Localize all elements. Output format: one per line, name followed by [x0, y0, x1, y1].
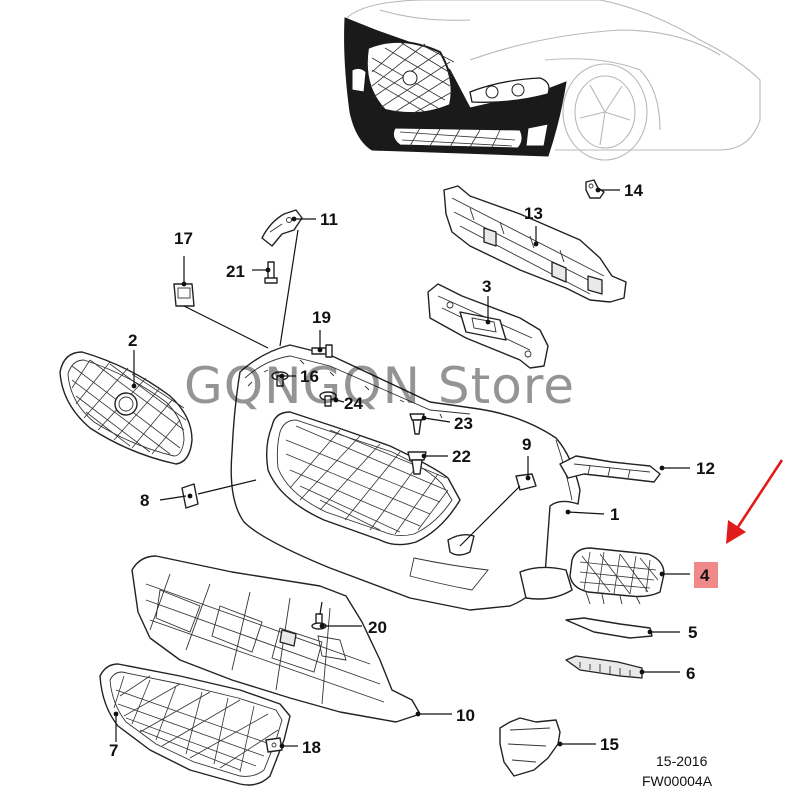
callout-12: 12 — [696, 459, 715, 478]
part-5-trim-strip — [565, 617, 653, 639]
callout-19: 19 — [312, 308, 331, 327]
callout-14: 14 — [624, 181, 643, 200]
red-arrow-head — [726, 520, 746, 544]
part-10-under-shield — [131, 555, 421, 723]
red-pointer-arrow — [734, 459, 784, 531]
callout-6: 6 — [686, 664, 695, 683]
part-18-clip — [265, 737, 283, 753]
part-22-fastener — [407, 451, 427, 475]
part-15-corner-bracket — [499, 717, 561, 777]
callout-3: 3 — [482, 277, 491, 296]
callout-18: 18 — [302, 738, 321, 757]
store-watermark: GQNGQN Store — [184, 357, 575, 415]
callout-24: 24 — [344, 394, 363, 413]
callout-numbers: 1 2 3 4 5 6 7 8 9 10 11 12 13 14 15 16 1… — [109, 181, 715, 760]
callout-21: 21 — [226, 262, 245, 281]
part-7-lower-grille — [99, 663, 291, 786]
diagram-reference-code: FW00004A — [642, 773, 713, 789]
callout-23: 23 — [454, 414, 473, 433]
callout-1: 1 — [610, 505, 619, 524]
part-1-bumper-cover — [230, 344, 581, 611]
callout-7: 7 — [109, 741, 118, 760]
part-2-upper-grille — [59, 351, 193, 465]
callout-8: 8 — [140, 491, 149, 510]
part-4-side-grille — [569, 547, 665, 605]
callout-13: 13 — [524, 204, 543, 223]
part-14-small-bracket — [585, 179, 605, 199]
part-9-cover — [515, 473, 537, 491]
part-24-clip — [319, 391, 337, 407]
callout-2: 2 — [128, 331, 137, 350]
callout-17: 17 — [174, 229, 193, 248]
callout-10: 10 — [456, 706, 475, 725]
callout-22: 22 — [452, 447, 471, 466]
callout-15: 15 — [600, 735, 619, 754]
diagram-date-code: 15-2016 — [656, 753, 708, 769]
callout-5: 5 — [688, 623, 697, 642]
callout-20: 20 — [368, 618, 387, 637]
car-illustration — [344, 0, 761, 161]
part-12-side-bracket — [559, 455, 661, 483]
callout-4: 4 — [700, 566, 710, 585]
part-23-fastener — [409, 413, 425, 435]
callout-16: 16 — [300, 367, 319, 386]
part-17-sensor-bracket — [173, 283, 195, 307]
callout-11: 11 — [320, 210, 338, 229]
part-3-plate-bracket — [427, 283, 549, 369]
part-21-bolt — [264, 261, 278, 284]
callout-4-highlight — [694, 562, 718, 588]
callout-9: 9 — [522, 435, 531, 454]
leader-lines — [113, 187, 690, 749]
part-6-reflector-strip — [565, 655, 643, 679]
